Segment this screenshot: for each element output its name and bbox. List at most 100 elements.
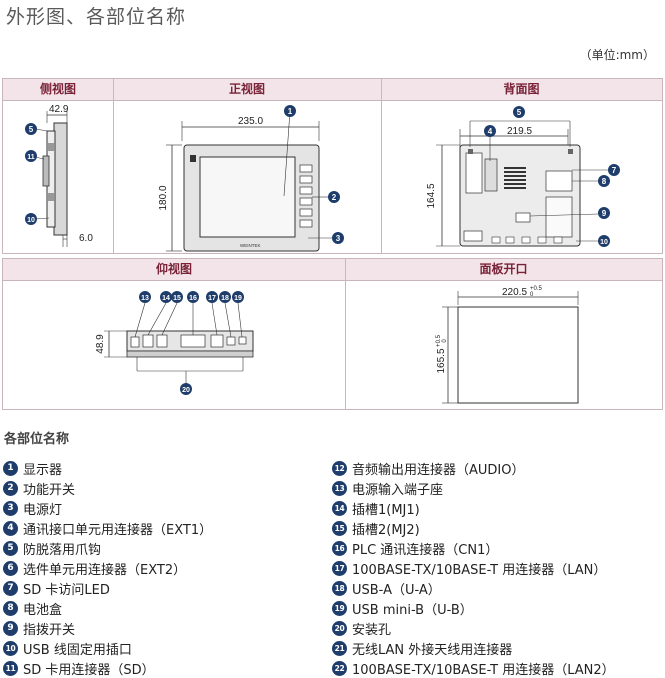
callout-10: 10 [25, 213, 37, 225]
svg-text:11: 11 [27, 154, 35, 161]
front-height-dim: 180.0 [158, 185, 169, 210]
callout-18: 18 [219, 291, 231, 303]
callout-17: 17 [206, 291, 218, 303]
callout-19: 19 [232, 291, 244, 303]
callout-9: 9 [598, 207, 610, 219]
back-view-title: 背面图 [503, 82, 540, 96]
callout-5: 5 [513, 106, 525, 118]
part-item: 2 功能开关 [3, 478, 212, 498]
part-item: 7 SD 卡访问LED [3, 578, 212, 598]
part-number-badge: 11 [3, 660, 18, 676]
callout-10: 10 [598, 235, 610, 247]
bottom-view-drawing: 48.9 20 13 14 15 16 17 18 19 [95, 291, 254, 395]
svg-text:18: 18 [221, 295, 229, 302]
part-number-badge: 7 [3, 580, 18, 596]
callout-14: 14 [160, 291, 172, 303]
part-item: 20 安装孔 [332, 618, 615, 638]
part-item: 11 SD 卡用连接器（SD） [3, 658, 212, 678]
svg-text:8: 8 [602, 177, 607, 186]
callout-15: 15 [171, 291, 183, 303]
svg-text:4: 4 [488, 127, 493, 136]
svg-text:5: 5 [29, 125, 34, 134]
divider [345, 259, 346, 409]
part-number-badge: 16 [332, 540, 347, 556]
part-number-badge: 20 [332, 620, 347, 636]
parts-heading: 各部位名称 [4, 432, 70, 447]
side-view-title: 侧视图 [39, 82, 76, 96]
front-view-drawing: 235.0 180.0 WEINTEK 1 2 3 [158, 105, 344, 252]
divider [113, 79, 114, 253]
svg-text:10: 10 [600, 239, 608, 246]
part-name: 功能开关 [23, 482, 76, 498]
part-item: 21 无线LAN 外接天线用连接器 [332, 638, 615, 658]
callout-20: 20 [180, 383, 192, 395]
back-width-dim: 219.5 [507, 126, 532, 137]
part-number-badge: 2 [3, 480, 18, 496]
svg-text:10: 10 [27, 217, 35, 224]
top-views-panel: 侧视图 正视图 背面图 42.9 6.0 5 11 10 235.0 180 [2, 78, 663, 254]
part-number-badge: 6 [3, 560, 18, 576]
svg-text:17: 17 [208, 295, 216, 302]
cutout-width-tol-top: +0.5 [530, 286, 543, 292]
part-name: 无线LAN 外接天线用连接器 [352, 642, 513, 658]
callout-16: 16 [187, 291, 199, 303]
cutout-drawing: 220.5 +0.5 0 165.5 +0.5 0 [436, 286, 579, 404]
bottom-height-dim: 48.9 [95, 334, 106, 354]
part-name: USB 线固定用插口 [23, 642, 132, 658]
svg-text:14: 14 [162, 295, 170, 302]
front-view-title: 正视图 [228, 82, 265, 96]
part-name: 通讯接口单元用连接器（EXT1） [23, 522, 213, 538]
part-number-badge: 17 [332, 560, 347, 576]
svg-text:9: 9 [602, 209, 607, 218]
cutout-width-tol-bot: 0 [530, 292, 534, 298]
part-number-badge: 8 [3, 600, 18, 616]
part-number-badge: 22 [332, 660, 347, 676]
part-number-badge: 15 [332, 520, 347, 536]
part-name: 插槽1(MJ1) [352, 502, 420, 518]
part-name: USB mini-B（U-B） [352, 602, 473, 618]
part-name: 指拨开关 [23, 622, 76, 638]
side-thick-dim: 6.0 [79, 233, 93, 244]
part-name: 防脱落用爪钩 [23, 542, 102, 558]
part-name: USB-A（U-A） [352, 582, 441, 598]
top-views-header: 侧视图 正视图 背面图 [3, 79, 662, 101]
front-logo: WEINTEK [240, 243, 261, 248]
front-display [199, 156, 296, 238]
part-name: 电源输入端子座 [352, 482, 444, 498]
part-number-badge: 14 [332, 500, 347, 516]
part-name: 电池盒 [23, 602, 63, 618]
cutout-height-dim: 165.5 [436, 348, 447, 373]
callout-11: 11 [25, 150, 37, 162]
divider [381, 79, 382, 253]
part-name: 安装孔 [352, 622, 392, 638]
callout-5: 5 [25, 123, 37, 135]
bottom-view-title: 仰视图 [155, 262, 192, 276]
svg-text:16: 16 [189, 295, 197, 302]
part-number-badge: 21 [332, 640, 347, 656]
svg-text:1: 1 [288, 107, 293, 116]
back-view-drawing: 219.5 164.5 5 4 7 8 [426, 106, 620, 247]
part-number-badge: 12 [332, 460, 347, 476]
part-number-badge: 9 [3, 620, 18, 636]
callout-3: 3 [332, 232, 344, 244]
cutout-height-tol-bot: 0 [442, 339, 448, 343]
part-item: 6 选件单元用连接器（EXT2） [3, 558, 212, 578]
part-name: SD 卡访问LED [23, 582, 110, 598]
callout-7: 7 [608, 164, 620, 176]
callout-8: 8 [598, 175, 610, 187]
part-item: 8 电池盒 [3, 598, 212, 618]
svg-text:19: 19 [234, 295, 242, 302]
part-name: 100BASE-TX/10BASE-T 用连接器（LAN2） [352, 662, 615, 678]
part-name: 选件单元用连接器（EXT2） [23, 562, 187, 578]
page-title: 外形图、各部位名称 [6, 6, 187, 28]
part-name: SD 卡用连接器（SD） [23, 662, 155, 678]
part-number-badge: 3 [3, 500, 18, 516]
svg-text:20: 20 [182, 387, 190, 394]
